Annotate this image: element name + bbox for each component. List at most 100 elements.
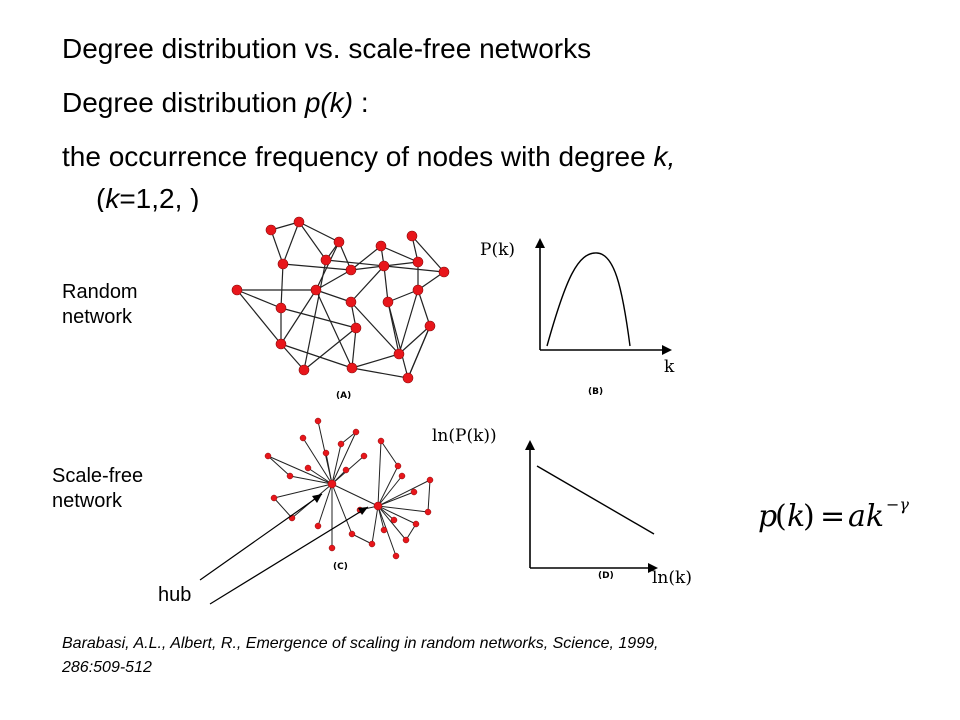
random-edge bbox=[315, 289, 352, 303]
scale-free-edge bbox=[351, 533, 373, 545]
random-edge bbox=[325, 259, 445, 273]
random-node bbox=[406, 230, 418, 242]
scale-free-node bbox=[342, 466, 350, 474]
scale-free-node bbox=[337, 440, 345, 448]
random-edge bbox=[387, 301, 409, 379]
scale-free-node bbox=[328, 544, 336, 552]
random-label-line2: network bbox=[62, 306, 133, 328]
plot-b-curve bbox=[546, 252, 631, 347]
scale-free-edge bbox=[267, 455, 291, 477]
scale-free-node bbox=[398, 472, 406, 480]
scale-free-edge bbox=[380, 440, 399, 467]
formula-exponent: −γ bbox=[886, 495, 909, 514]
random-node bbox=[310, 284, 322, 296]
scale-free-node bbox=[412, 520, 420, 528]
random-edge bbox=[315, 289, 353, 369]
scale-free-edge bbox=[289, 475, 333, 485]
scale-free-node bbox=[380, 526, 388, 534]
scale-free-edge bbox=[331, 469, 347, 485]
scale-free-edge bbox=[359, 505, 379, 511]
scale-free-node bbox=[426, 476, 434, 484]
random-edge bbox=[383, 265, 389, 303]
scale-free-node bbox=[356, 506, 364, 514]
random-edge bbox=[417, 271, 445, 291]
random-node bbox=[393, 348, 405, 360]
scale-free-node bbox=[327, 479, 337, 489]
line2-suffix: : bbox=[353, 87, 369, 118]
scale-free-edge bbox=[427, 479, 431, 513]
plot-b-arrows bbox=[535, 238, 672, 355]
scale-free-network-label: Scale-free network bbox=[52, 464, 143, 514]
random-node bbox=[382, 296, 394, 308]
random-node bbox=[375, 240, 387, 252]
citation: Barabasi, A.L., Albert, R., Emergence of… bbox=[62, 632, 658, 680]
line3-italic: k, bbox=[653, 141, 676, 172]
line4-suffix: =1,2, ) bbox=[119, 184, 200, 212]
scale-free-node bbox=[314, 522, 322, 530]
random-edge bbox=[407, 325, 431, 379]
scale-free-node bbox=[424, 508, 432, 516]
random-node bbox=[438, 266, 450, 278]
line3-prefix: the occurrence frequency of nodes with d… bbox=[62, 141, 654, 172]
formula-rhs: ak bbox=[848, 499, 884, 534]
power-law-formula: p ( k ) = ak −γ bbox=[758, 495, 909, 534]
scale-free-edge bbox=[377, 475, 403, 507]
scale-free-node bbox=[288, 514, 296, 522]
definition-line: the occurrence frequency of nodes with d… bbox=[62, 141, 676, 173]
random-edge bbox=[282, 263, 352, 271]
scale-free-edge bbox=[377, 491, 415, 507]
plot-d-ylabel: ln(P(k)) bbox=[432, 426, 497, 446]
slide-title: Degree distribution vs. scale-free netwo… bbox=[62, 33, 591, 65]
plot-d-xlabel: ln(k) bbox=[652, 568, 692, 588]
hub-arrowheads bbox=[312, 494, 368, 515]
random-edge bbox=[398, 289, 419, 355]
line4-italic: k bbox=[105, 184, 120, 212]
random-edge bbox=[280, 263, 284, 309]
scale-free-edge bbox=[291, 483, 333, 519]
scale-free-edge bbox=[302, 437, 333, 485]
random-edge bbox=[351, 327, 357, 369]
formula-close-paren: ) bbox=[803, 499, 815, 534]
random-network-label: Random network bbox=[62, 280, 138, 330]
random-node bbox=[277, 258, 289, 270]
scale-free-edge bbox=[377, 465, 399, 507]
random-label-line1: Random bbox=[62, 281, 138, 303]
scale-free-edge bbox=[267, 455, 333, 485]
scale-free-node bbox=[402, 536, 410, 544]
scale-free-edge bbox=[340, 431, 357, 445]
scalefree-label-line2: network bbox=[52, 490, 123, 512]
random-edge bbox=[350, 245, 382, 271]
random-node bbox=[293, 216, 305, 228]
scale-free-node bbox=[348, 530, 356, 538]
random-edge bbox=[315, 241, 340, 291]
random-edge bbox=[338, 241, 352, 271]
random-edge bbox=[350, 265, 385, 303]
scale-free-edge bbox=[331, 431, 357, 485]
degree-distribution-line: Degree distribution p(k) : bbox=[62, 87, 369, 119]
formula-equals: = bbox=[820, 499, 845, 534]
random-edge bbox=[383, 261, 419, 267]
random-edge bbox=[350, 301, 357, 329]
random-node bbox=[333, 236, 345, 248]
panel-label-a: (A) bbox=[336, 391, 351, 401]
random-node bbox=[231, 284, 243, 296]
plot-b-y-arrow bbox=[535, 238, 545, 248]
random-edge bbox=[282, 221, 300, 265]
hub-label: hub bbox=[158, 584, 192, 606]
panel-label-b: (B) bbox=[588, 387, 603, 397]
citation-line1: Barabasi, A.L., Albert, R., Emergence of… bbox=[62, 635, 659, 652]
random-edge bbox=[407, 325, 431, 379]
scale-free-node bbox=[373, 501, 383, 511]
random-edge bbox=[351, 353, 400, 369]
random-edge bbox=[280, 343, 305, 371]
scale-free-node bbox=[304, 464, 312, 472]
scale-free-edge bbox=[331, 483, 379, 507]
scale-free-node bbox=[352, 428, 360, 436]
plot-b-ylabel: P(k) bbox=[480, 240, 515, 260]
plot-b bbox=[539, 246, 664, 351]
scale-free-node bbox=[394, 462, 402, 470]
scale-free-edge bbox=[377, 505, 395, 521]
panel-label-c: (C) bbox=[333, 562, 348, 572]
scale-free-network-edges bbox=[267, 420, 431, 557]
line4-prefix: ( bbox=[96, 184, 106, 212]
